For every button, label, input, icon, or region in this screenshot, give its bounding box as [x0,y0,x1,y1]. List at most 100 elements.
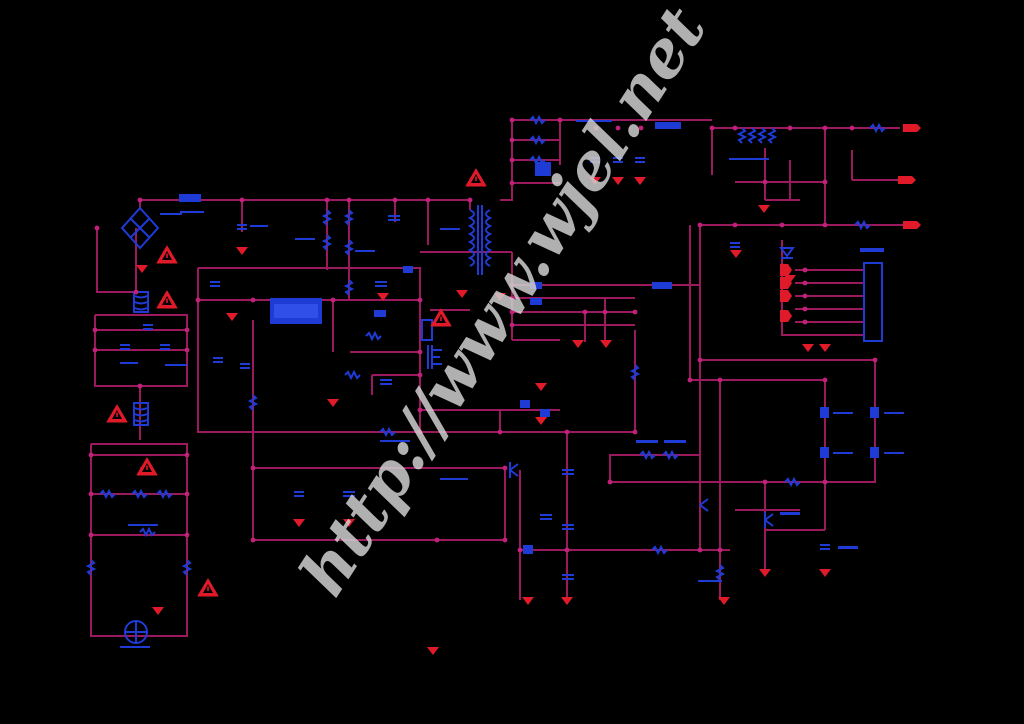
junction-node [434,537,440,543]
junction-node [632,429,638,435]
junction-node [638,125,644,131]
warning-triangle-icon [156,290,178,309]
junction-node [250,297,256,303]
ground-arrow-icon [600,340,612,348]
warning-triangle-icon [106,404,128,423]
junction-node [88,532,94,538]
junction-node [88,491,94,497]
junction-node [582,309,588,315]
junction-node [517,547,523,553]
warning-triangle-icon [430,308,452,327]
warning-triangle-icon [465,168,487,187]
junction-node [509,157,515,163]
junction-node [687,377,693,383]
junction-node [849,125,855,131]
junction-node [467,197,473,203]
junction-node [822,125,828,131]
junction-node [802,319,808,325]
junction-node [564,547,570,553]
junction-node [779,222,785,228]
junction-node [184,347,190,353]
junction-node [425,197,431,203]
junction-node [602,309,608,315]
ground-arrow-icon [343,519,355,527]
ground-arrow-icon [819,569,831,577]
junction-node [509,137,515,143]
junction-node [732,222,738,228]
junction-node [593,125,599,131]
junction-node [697,357,703,363]
ground-arrow-icon [456,290,468,298]
junction-node [324,197,330,203]
ground-arrow-icon [136,265,148,273]
junction-node [607,479,613,485]
junction-node [697,547,703,553]
junction-node [802,306,808,312]
junction-node [137,383,143,389]
warning-triangle-icon [156,245,178,264]
junction-node [417,349,423,355]
ground-arrow-icon [589,177,601,185]
junction-node [802,280,808,286]
junction-nodes [88,117,878,553]
junction-node [557,117,563,123]
ground-arrow-icon [377,293,389,301]
ground-arrow-icon [535,417,547,425]
junction-node [802,267,808,273]
junction-node [417,372,423,378]
junction-node [133,289,139,295]
ground-arrow-icon [612,177,624,185]
ground-arrow-icon [293,519,305,527]
junction-node [184,452,190,458]
ground-arrow-icon [819,344,831,352]
junction-node [787,125,793,131]
ground-arrow-icon [572,340,584,348]
ground-arrow-icon [802,344,814,352]
junction-node [509,295,515,301]
junction-node [94,225,100,231]
ground-arrow-icon [718,597,730,605]
junction-node [509,117,515,123]
junction-node [184,532,190,538]
ground-arrow-icon [758,205,770,213]
junction-node [509,322,515,328]
output-terminals [780,124,921,322]
ground-arrow-icon [494,293,506,301]
junction-node [872,357,878,363]
ground-arrow-icon [427,647,439,655]
junction-node [250,465,256,471]
junction-node [822,479,828,485]
ground-arrow-icon [226,313,238,321]
ground-arrow-icon [634,177,646,185]
junction-node [564,429,570,435]
junction-node [330,297,336,303]
ground-arrow-icon [730,250,742,258]
warning-triangle-icon [197,578,219,597]
junction-node [509,180,515,186]
junction-node [502,537,508,543]
junction-node [497,429,503,435]
junction-node [509,309,515,315]
junction-node [502,465,508,471]
watermark-text: http://www.wjel.net [286,0,722,609]
ground-arrow-icon [236,247,248,255]
ground-arrow-icon [759,569,771,577]
junction-node [417,297,423,303]
ground-arrow-icon [152,607,164,615]
junction-node [709,125,715,131]
junction-node [822,377,828,383]
junction-node [392,197,398,203]
warning-symbols [106,168,487,597]
junction-node [632,309,638,315]
ground-symbols [136,177,831,655]
junction-node [822,179,828,185]
junction-node [697,222,703,228]
ground-arrow-icon [784,275,796,283]
junction-node [417,407,423,413]
junction-node [615,125,621,131]
junction-node [417,429,423,435]
junction-node [732,125,738,131]
junction-node [346,197,352,203]
